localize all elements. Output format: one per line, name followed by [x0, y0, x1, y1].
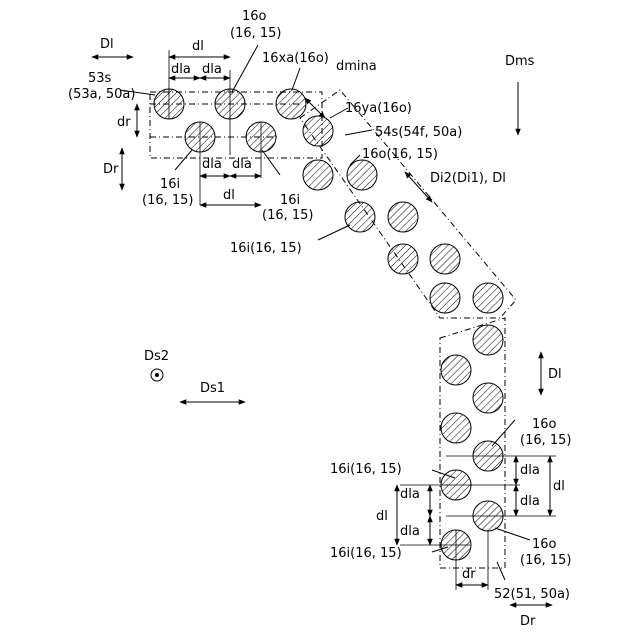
wire-diag-4	[388, 202, 418, 232]
di2-arrow	[405, 172, 432, 202]
label-dr-br: Dr	[520, 614, 536, 629]
label-16i-left-sub: (16, 15)	[142, 193, 194, 208]
label-16o-mid: 16o(16, 15)	[362, 147, 438, 162]
wire-16ya	[303, 116, 333, 146]
label-16i-mid: 16i	[280, 193, 300, 208]
label-dla-l: dla	[400, 487, 420, 502]
label-dr-topleft: Dr	[103, 162, 119, 177]
wire-diag-3	[345, 202, 375, 232]
label-dms: Dms	[505, 54, 535, 69]
label-16o-top-sub: (16, 15)	[230, 26, 282, 41]
label-dl-right: Dl	[548, 367, 562, 382]
wire-diag-5	[388, 244, 418, 274]
label-dmina: dmina	[336, 59, 377, 74]
label-dl-l: dl	[376, 509, 388, 524]
wire-vert-2	[441, 355, 471, 385]
wire-diag-1	[303, 160, 333, 190]
label-dla-l2: dla	[400, 524, 420, 539]
label-ds1: Ds1	[200, 381, 225, 396]
label-54s: 54s(54f, 50a)	[375, 125, 462, 140]
label-16ya: 16ya(16o)	[345, 101, 412, 116]
label-dl-r: dl	[553, 479, 565, 494]
label-16i-lower: 16i(16, 15)	[230, 241, 302, 256]
label-dla-r1: dla	[520, 463, 540, 478]
label-16o-r2: 16o	[532, 537, 557, 552]
wire-vert-3	[473, 383, 503, 413]
label-dl-bot: dl	[223, 188, 235, 203]
label-16i-r2: 16i(16, 15)	[330, 546, 402, 561]
label-dr-b: dr	[462, 567, 476, 582]
wire-diag-8	[473, 283, 503, 313]
label-dr-left: dr	[117, 115, 131, 130]
wire-vert-4	[441, 413, 471, 443]
ds2-dot-icon	[155, 373, 159, 377]
label-16xa: 16xa(16o)	[262, 51, 329, 66]
label-53s-sub: (53a, 50a)	[68, 87, 135, 102]
label-16o-r1-sub: (16, 15)	[520, 433, 572, 448]
label-16i-left: 16i	[160, 177, 180, 192]
label-16i-r1: 16i(16, 15)	[330, 462, 402, 477]
label-16o-r2-sub: (16, 15)	[520, 553, 572, 568]
label-16o-top: 16o	[242, 9, 267, 24]
label-dla-top-2: dla	[202, 62, 222, 77]
wire-diag-6	[430, 244, 460, 274]
label-16o-r1: 16o	[532, 417, 557, 432]
wire-16xa	[276, 89, 306, 119]
label-16i-mid-sub: (16, 15)	[262, 208, 314, 223]
label-53s: 53s	[88, 71, 112, 86]
label-dla-top-1: dla	[171, 62, 191, 77]
wire-diag-7	[430, 283, 460, 313]
label-dla-bot-2: dla	[232, 157, 252, 172]
label-dla-r2: dla	[520, 494, 540, 509]
label-dl-topleft: Dl	[100, 37, 114, 52]
label-dl-top: dl	[192, 39, 204, 54]
wire-vert-1	[473, 325, 503, 355]
label-ds2: Ds2	[144, 349, 169, 364]
label-dla-bot-1: dla	[202, 157, 222, 172]
label-52: 52(51, 50a)	[494, 587, 570, 602]
wire-diag-2	[347, 160, 377, 190]
label-di2: Di2(Di1), Dl	[430, 171, 506, 186]
